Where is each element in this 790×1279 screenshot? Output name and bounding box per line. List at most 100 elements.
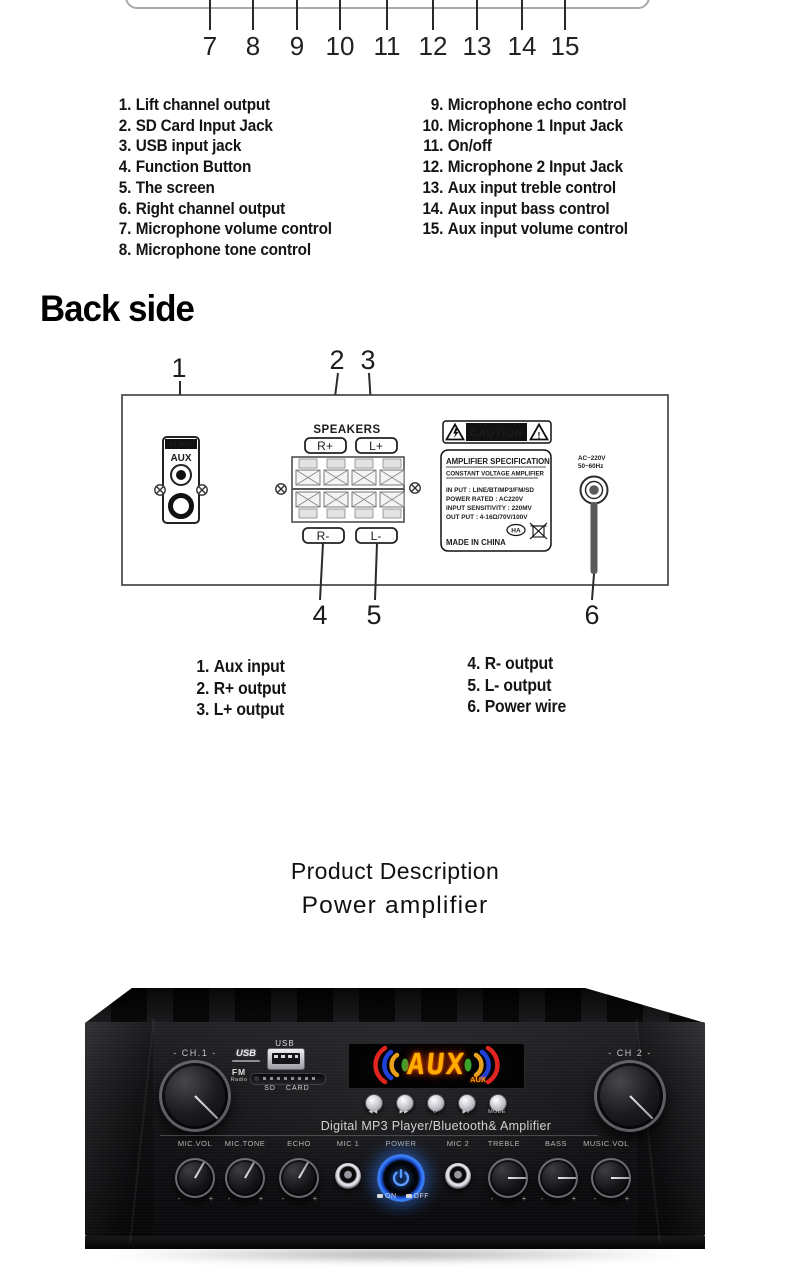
part-number: 15. bbox=[422, 219, 444, 239]
lcd-display: AUX AUX bbox=[348, 1043, 525, 1089]
part-label: Aux input bass control bbox=[447, 198, 610, 218]
mic-tone-knob bbox=[225, 1158, 265, 1198]
callout-number: 13 bbox=[462, 31, 492, 61]
mic1-label: MIC 1 bbox=[336, 1139, 360, 1148]
ch2-knob bbox=[594, 1060, 666, 1132]
display-graphics bbox=[373, 1045, 500, 1085]
on-off-labels: ON OFF bbox=[371, 1193, 435, 1200]
play-pause-button bbox=[458, 1094, 476, 1112]
knob-pointer bbox=[629, 1095, 654, 1120]
knob-pointer bbox=[508, 1177, 526, 1179]
part-label: L- output bbox=[484, 674, 552, 695]
callout-line bbox=[432, 0, 434, 30]
spec-line: POWER RATED : AC220V bbox=[446, 496, 524, 503]
part-number: 4. bbox=[467, 653, 481, 673]
part-row: 12.Microphone 2 Input Jack bbox=[418, 157, 628, 178]
minus-mark: - bbox=[490, 1194, 494, 1203]
callout-line bbox=[209, 0, 211, 30]
music-vol-label: MUSIC.VOL bbox=[583, 1139, 629, 1148]
callout-number: 12 bbox=[418, 31, 448, 61]
part-label: Microphone 2 Input Jack bbox=[447, 157, 623, 177]
callout-number: 3 bbox=[360, 345, 375, 375]
previous-icon: ◀◀ bbox=[368, 1109, 378, 1115]
knob-pointer bbox=[558, 1177, 576, 1179]
callout-number: 11 bbox=[373, 31, 401, 61]
part-label: Aux input treble control bbox=[447, 177, 616, 197]
exclamation-warning-icon bbox=[528, 422, 550, 441]
part-label: R- output bbox=[484, 653, 554, 673]
ch2-label: - CH 2 - bbox=[608, 1048, 652, 1058]
on-label: ON bbox=[377, 1193, 397, 1200]
front-parts-list-left: 1.Lift channel output 2.SD Card Input Ja… bbox=[115, 95, 332, 261]
screw-icon bbox=[275, 483, 287, 495]
callout-number: 6 bbox=[584, 600, 599, 630]
part-row: 3.L+ output bbox=[193, 699, 286, 721]
callout-number: 7 bbox=[202, 31, 218, 61]
ha-mark: HA bbox=[511, 528, 521, 535]
part-number: 12. bbox=[422, 157, 444, 177]
callout-number: 2 bbox=[329, 345, 344, 375]
part-row: 4.Function Button bbox=[115, 157, 332, 178]
knob-pointer bbox=[244, 1162, 255, 1179]
previous-button bbox=[365, 1094, 383, 1112]
fm-label: FM bbox=[231, 1067, 247, 1077]
screw-icon bbox=[154, 484, 166, 496]
part-row: 10.Microphone 1 Input Jack bbox=[418, 116, 628, 137]
photo-shadow bbox=[99, 1247, 691, 1262]
mode-label: MODE bbox=[488, 1109, 506, 1115]
callout-line bbox=[252, 0, 254, 30]
usb-port bbox=[267, 1048, 305, 1070]
treble-label: TREBLE bbox=[487, 1139, 521, 1148]
music-vol-knob bbox=[591, 1158, 631, 1198]
echo-knob bbox=[279, 1158, 319, 1198]
part-row: 6.Power wire bbox=[464, 696, 566, 718]
part-number: 2. bbox=[196, 677, 210, 698]
usb-logo: USB bbox=[226, 1048, 266, 1062]
callout-line bbox=[339, 0, 341, 30]
part-label: Right channel output bbox=[135, 198, 286, 218]
bass-knob bbox=[538, 1158, 578, 1198]
display-source-text: AUX bbox=[405, 1047, 468, 1081]
off-text: OFF bbox=[413, 1193, 429, 1200]
mic2-jack bbox=[445, 1163, 471, 1189]
mic2-label: MIC 2 bbox=[446, 1139, 470, 1148]
back-parts-list-left: 1.Aux input 2.R+ output 3.L+ output bbox=[193, 656, 286, 721]
spec-line: OUT PUT : 4-16Ω/70V/100V bbox=[446, 514, 528, 521]
plus-mark: + bbox=[521, 1194, 527, 1203]
rca-jack-icon bbox=[168, 493, 194, 519]
aux-input-label: IN PUT bbox=[170, 442, 194, 449]
part-number: 1. bbox=[196, 656, 210, 676]
off-label: OFF bbox=[405, 1193, 430, 1200]
r-minus-label: R- bbox=[317, 529, 330, 543]
knob-pointer bbox=[298, 1162, 309, 1179]
part-label: Microphone echo control bbox=[447, 95, 627, 114]
power-button bbox=[377, 1154, 425, 1202]
mic-vol-knob bbox=[175, 1158, 215, 1198]
knob-pointer bbox=[611, 1177, 629, 1179]
power-label: POWER bbox=[385, 1139, 417, 1148]
front-parts-list-right: 9.Microphone echo control 10.Microphone … bbox=[418, 95, 628, 240]
callout-number: 9 bbox=[289, 31, 305, 61]
part-label: Microphone 1 Input Jack bbox=[447, 115, 623, 135]
part-label: L+ output bbox=[213, 699, 285, 720]
callout-line bbox=[591, 573, 595, 601]
power-plug: AC~220V 50~60Hz bbox=[578, 455, 609, 601]
part-row: 6.Right channel output bbox=[115, 199, 332, 220]
callout-number: 4 bbox=[312, 600, 327, 630]
part-label: R+ output bbox=[213, 677, 287, 698]
speaker-terminal-labels-top: R+ L+ bbox=[304, 437, 398, 454]
mic-vol-label: MIC.VOL bbox=[177, 1139, 213, 1148]
part-number: 2. bbox=[118, 115, 132, 135]
callout-line bbox=[319, 542, 324, 601]
switch-off-icon bbox=[405, 1194, 412, 1198]
part-label: Function Button bbox=[135, 157, 252, 177]
part-row: 5.L- output bbox=[464, 675, 566, 697]
part-number: 8. bbox=[118, 239, 132, 259]
repeat-button bbox=[427, 1094, 445, 1112]
mode-button bbox=[489, 1094, 507, 1112]
minus-mark: - bbox=[177, 1194, 181, 1203]
display-source-indicator: AUX bbox=[470, 1075, 486, 1084]
part-number: 4. bbox=[118, 157, 132, 177]
part-number: 3. bbox=[118, 136, 132, 156]
